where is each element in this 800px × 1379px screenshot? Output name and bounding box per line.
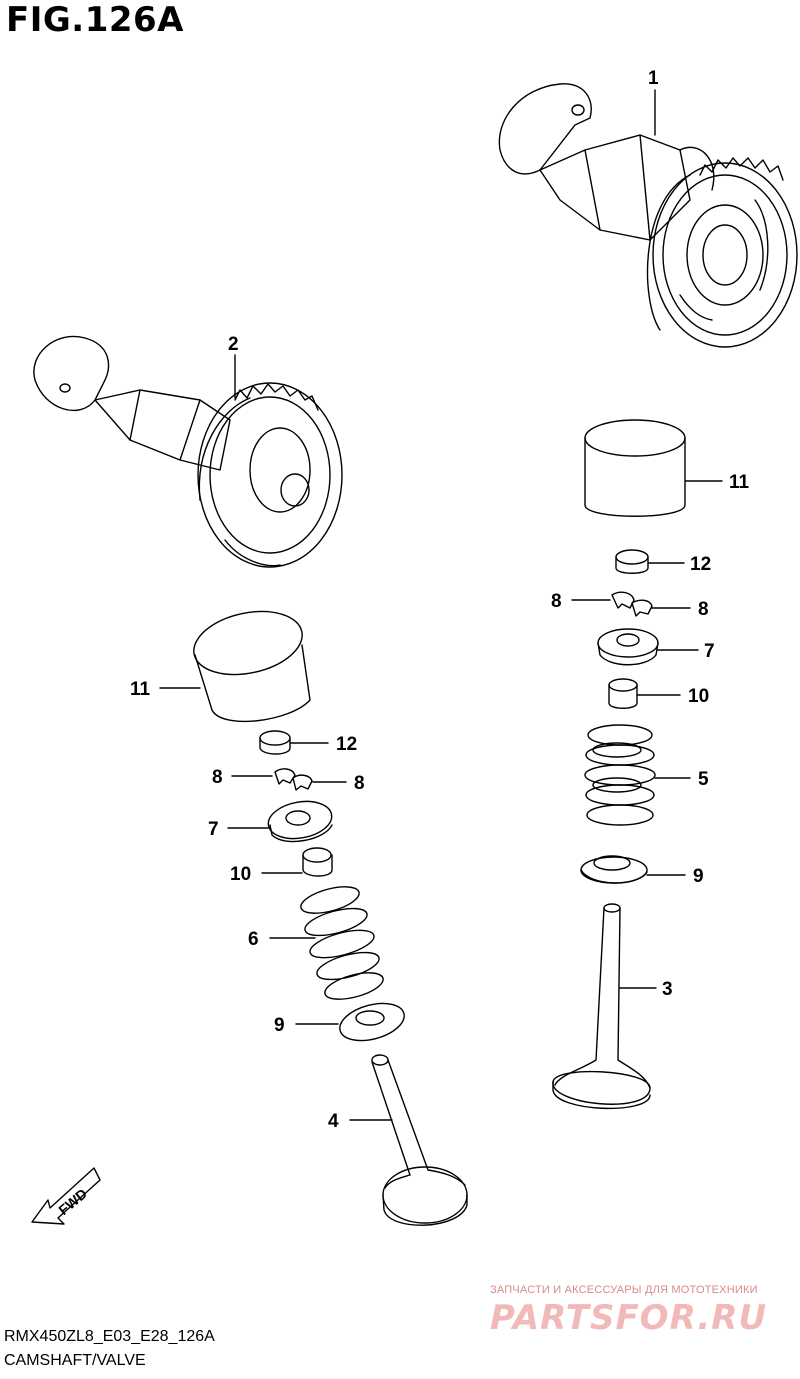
callout-6: 6 (248, 929, 259, 950)
model-code: RMX450ZL8_E03_E28_126A (4, 1328, 215, 1345)
callout-8-left-a: 8 (212, 767, 223, 788)
callout-5: 5 (698, 769, 709, 790)
callout-11-left: 11 (130, 679, 151, 700)
callout-10-right: 10 (688, 686, 709, 707)
shim-12-right (615, 549, 649, 574)
callout-7-right: 7 (704, 641, 715, 662)
callout-11-right: 11 (729, 472, 750, 493)
cotter-8-right-a (611, 591, 635, 609)
callout-8-right-a: 8 (551, 591, 562, 612)
retainer-7-right (597, 628, 659, 666)
valve-3 (552, 903, 651, 1110)
spring-6-left (300, 886, 384, 1000)
tappet-11-left (193, 610, 311, 723)
callout-7-left: 7 (208, 819, 219, 840)
retainer-7-left (267, 800, 333, 843)
callout-9-right: 9 (693, 866, 704, 887)
tappet-11-right (584, 419, 686, 517)
callout-4: 4 (328, 1111, 339, 1132)
seal-10-left (302, 847, 333, 877)
spring-5-right (584, 724, 656, 826)
watermark-logo: PARTSFOR.RU (490, 1298, 768, 1338)
cotter-8-right-b (631, 599, 653, 617)
cotter-8-left-a (274, 768, 296, 785)
seat-9-right (580, 855, 648, 884)
callout-3: 3 (662, 979, 673, 1000)
callout-10-left: 10 (230, 864, 251, 885)
cotter-8-left-b (292, 774, 313, 791)
camshaft-1 (498, 83, 798, 348)
callout-1: 1 (648, 68, 659, 89)
shim-12-left (259, 730, 291, 755)
figure-title: FIG.126A (6, 0, 184, 40)
callout-12-right: 12 (690, 554, 711, 575)
seat-9-left (339, 1002, 405, 1042)
fwd-arrow-icon (31, 1167, 101, 1225)
callout-12-left: 12 (336, 734, 357, 755)
seal-10-right (608, 678, 638, 709)
callout-8-right-b: 8 (698, 599, 709, 620)
valve-4 (371, 1054, 468, 1226)
callout-8-left-b: 8 (354, 773, 365, 794)
camshaft-2 (33, 335, 343, 568)
fwd-label: FWD (55, 1185, 90, 1218)
callout-9-left: 9 (274, 1015, 285, 1036)
watermark-tagline: ЗАПЧАСТИ И АКСЕССУАРЫ ДЛЯ МОТОТЕХНИКИ (490, 1284, 758, 1296)
callout-2: 2 (228, 334, 239, 355)
section-name: CAMSHAFT/VALVE (4, 1352, 146, 1369)
